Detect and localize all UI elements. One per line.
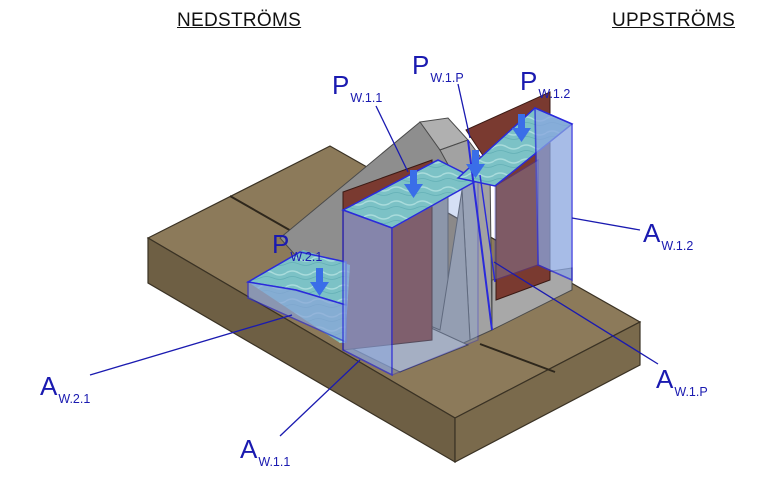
- arrow-p-w1p: [466, 150, 485, 178]
- label-p-w11: PW.1.1: [332, 70, 382, 104]
- arrow-p-w12: [512, 114, 531, 142]
- label-p-w12: PW.1.2: [520, 66, 570, 100]
- label-p-w21: PW.2.1: [272, 229, 322, 263]
- label-p-w21-main: P: [272, 229, 290, 259]
- label-p-w11-main: P: [332, 70, 350, 100]
- label-p-w1p: PW.1.P: [412, 50, 464, 84]
- leader-a-w21: [89, 314, 293, 376]
- leader-a-w1p: [493, 261, 659, 365]
- water-front-w12: [534, 106, 573, 282]
- water-pier-edge-w1p-2: [479, 174, 496, 283]
- label-a-w11-main: A: [240, 434, 258, 464]
- heading-downstream: NEDSTRÖMS: [177, 10, 302, 31]
- ground-joint-right: [479, 343, 556, 373]
- water-side-w12: [494, 158, 539, 281]
- leader-p-w1p: [457, 83, 471, 139]
- label-p-w21-sub: W.2.1: [290, 250, 323, 264]
- leader-lines: [89, 83, 659, 437]
- water-front-w11: [342, 208, 393, 377]
- ground-joint-left: [229, 195, 301, 237]
- leader-a-w12: [571, 217, 641, 231]
- leader-p-w11: [375, 105, 409, 173]
- leader-a-w11: [279, 359, 361, 437]
- label-a-w21-main: A: [40, 371, 58, 401]
- label-a-w11-sub: W.1.1: [258, 455, 291, 469]
- label-p-w12-sub: W.1.2: [538, 87, 571, 101]
- ground-right-face: [454, 321, 641, 463]
- label-p-w12-main: P: [520, 66, 538, 96]
- pressure-arrows: [310, 114, 531, 296]
- label-a-w12-sub: W.1.2: [661, 239, 694, 253]
- label-a-w1p-sub: W.1.P: [674, 385, 708, 399]
- arrow-p-w21: [310, 268, 329, 296]
- water-side-w11: [391, 178, 479, 376]
- label-p-w11-sub: W.1.1: [350, 91, 383, 105]
- label-a-w21-sub: W.2.1: [58, 392, 91, 406]
- label-p-w1p-sub: W.1.P: [430, 71, 464, 85]
- label-a-w1p: AW.1.P: [656, 364, 708, 398]
- label-a-w11: AW.1.1: [240, 434, 290, 468]
- label-a-w12: AW.1.2: [643, 218, 693, 252]
- label-a-w12-main: A: [643, 218, 661, 248]
- label-p-w1p-main: P: [412, 50, 430, 80]
- arrow-p-w11: [404, 170, 423, 198]
- heading-upstream: UPPSTRÖMS: [612, 10, 736, 31]
- label-a-w21: AW.2.1: [40, 371, 90, 405]
- label-a-w1p-main: A: [656, 364, 674, 394]
